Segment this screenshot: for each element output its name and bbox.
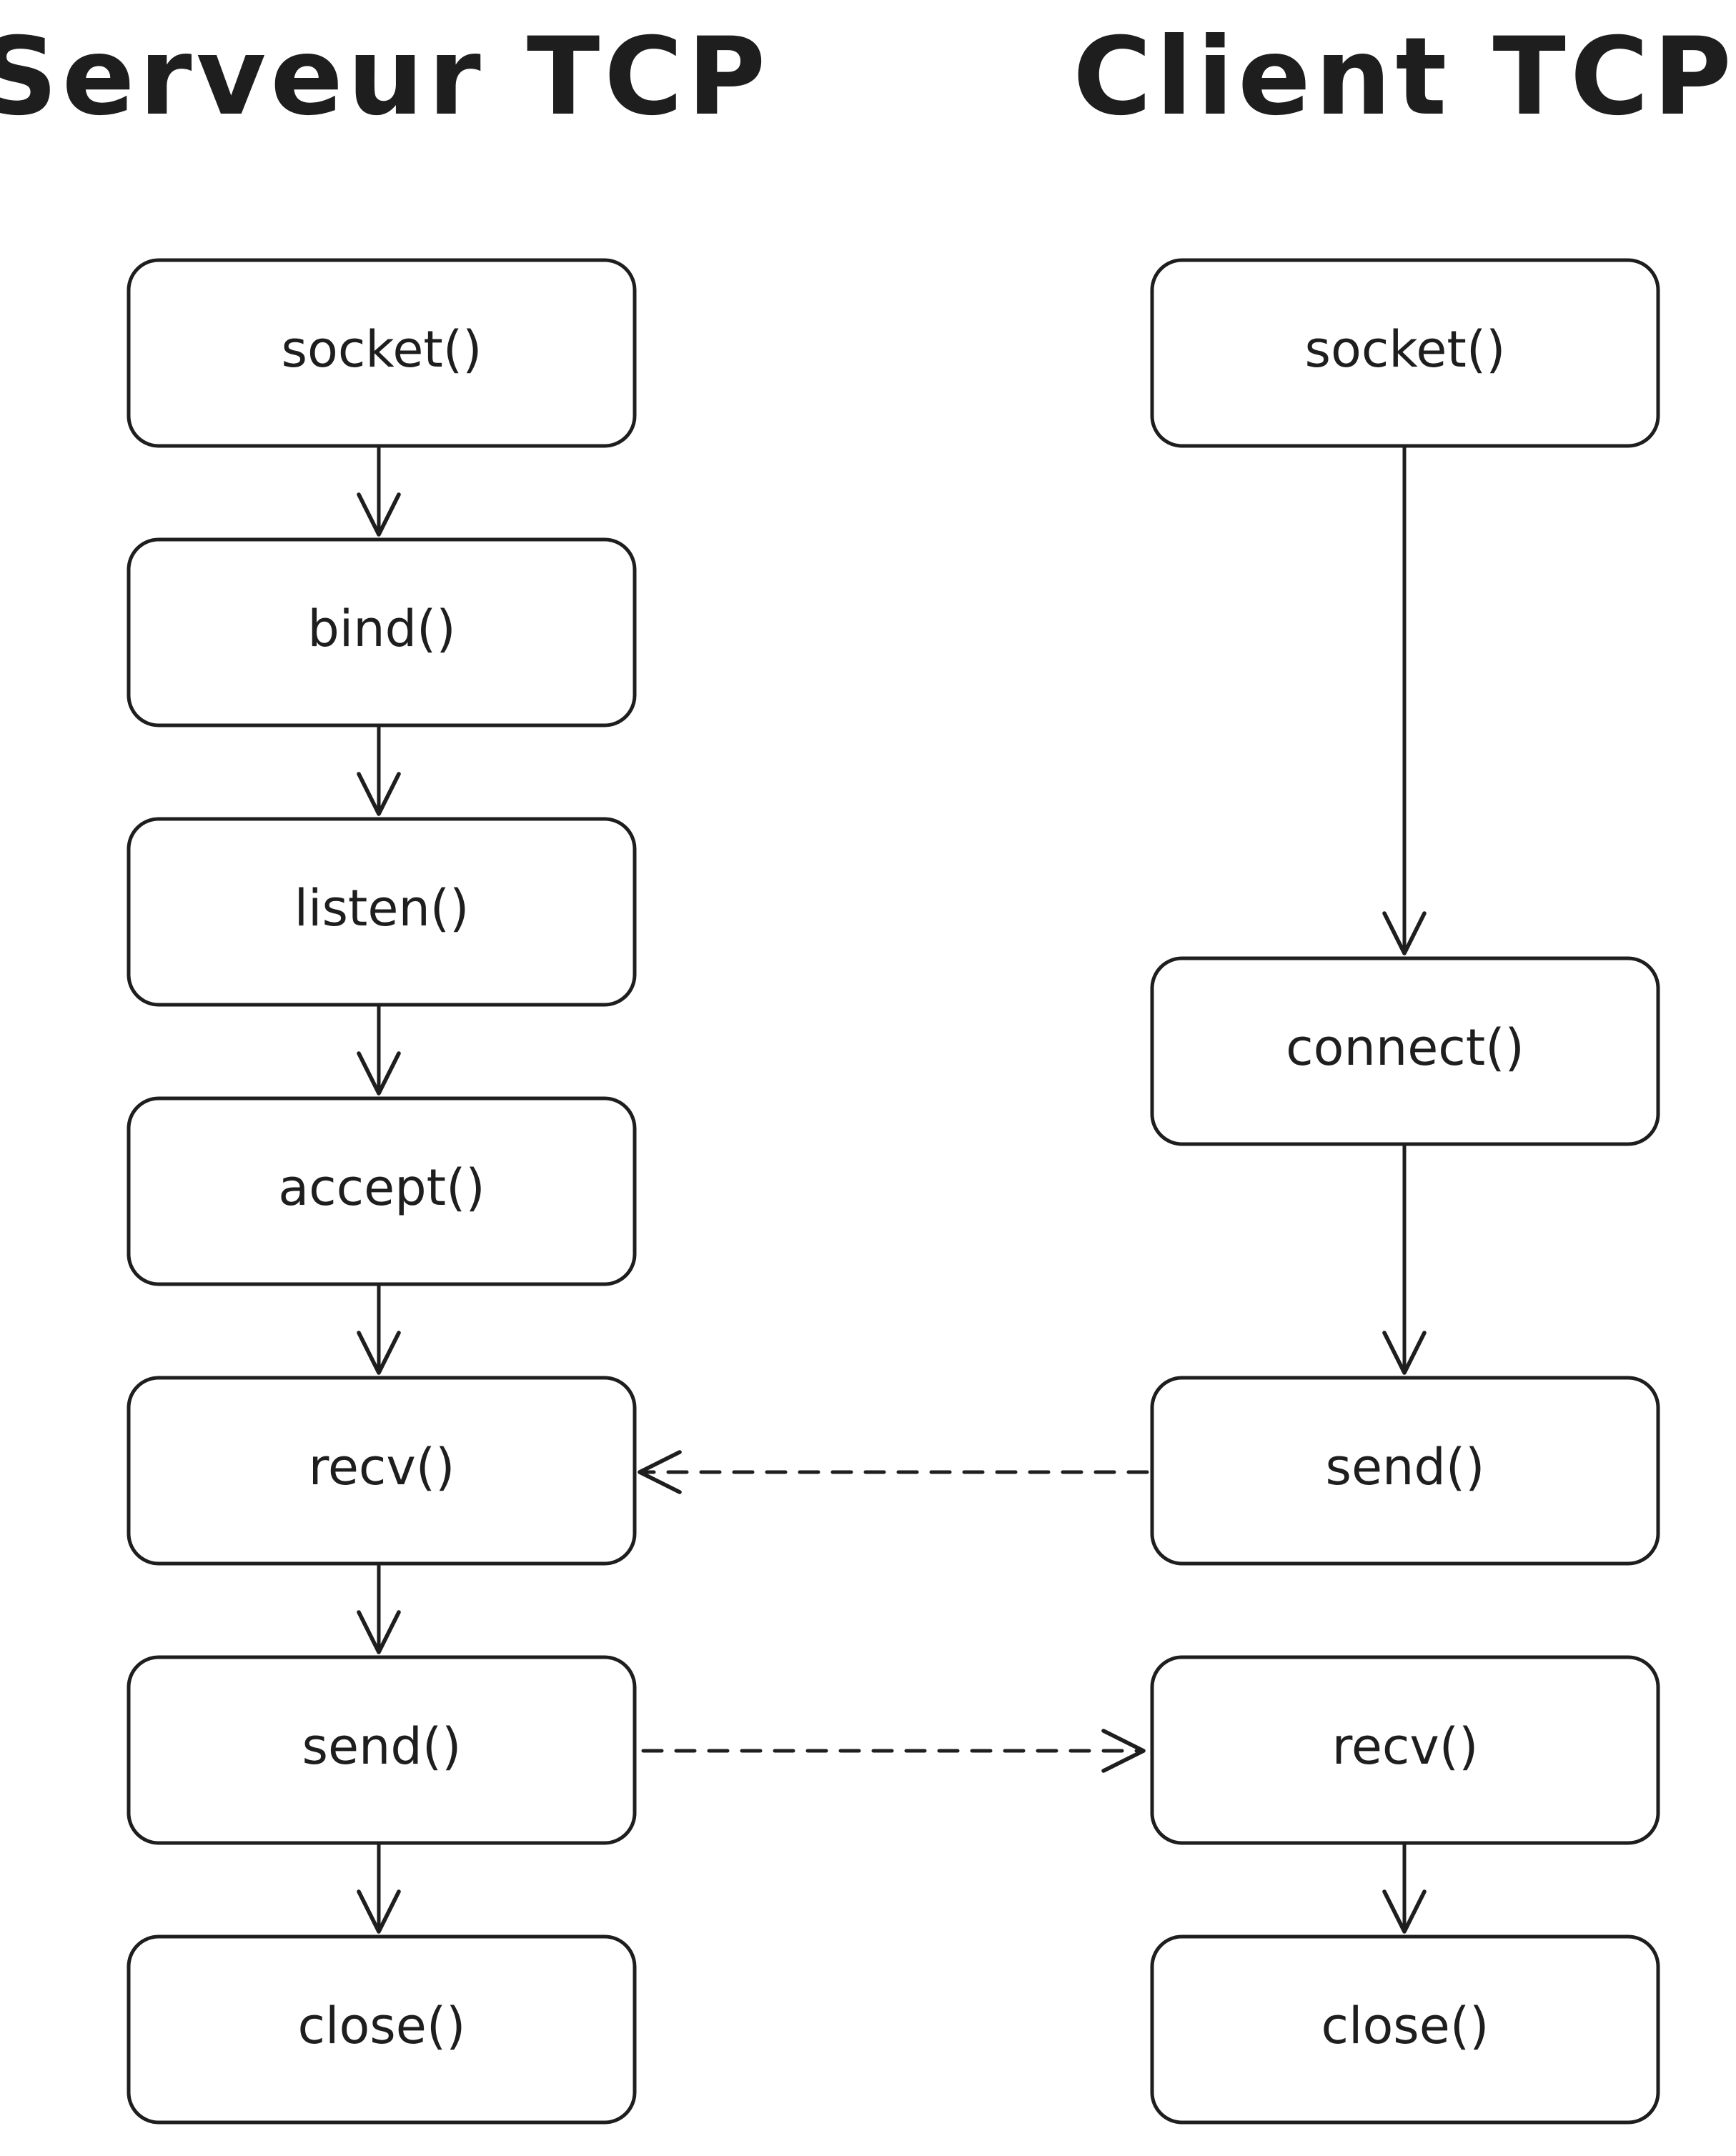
client-title: Client TCP — [1073, 15, 1736, 139]
server-step-close: close() — [127, 1934, 637, 2125]
server-step-label: send() — [302, 1717, 462, 1776]
server-step-listen: listen() — [127, 817, 637, 1007]
server-step-label: recv() — [309, 1438, 455, 1496]
server-step-send: send() — [127, 1655, 637, 1845]
client-step-connect: connect() — [1150, 956, 1660, 1146]
server-column: socket() bind() listen() accept() recv()… — [127, 258, 637, 2125]
client-step-label: send() — [1326, 1438, 1485, 1496]
client-step-recv: recv() — [1150, 1655, 1660, 1845]
server-step-accept: accept() — [127, 1096, 637, 1286]
client-step-send: send() — [1150, 1376, 1660, 1566]
server-step-label: close() — [298, 1997, 466, 2055]
client-step-close: close() — [1150, 1934, 1660, 2125]
server-title: Serveur TCP — [0, 15, 770, 139]
server-step-label: socket() — [282, 320, 482, 379]
client-step-label: close() — [1321, 1997, 1489, 2055]
client-step-label: socket() — [1305, 320, 1506, 379]
client-step-label: connect() — [1286, 1018, 1524, 1077]
server-step-recv: recv() — [127, 1376, 637, 1566]
client-column: socket() connect() send() recv() close() — [1150, 258, 1660, 2125]
server-step-label: accept() — [278, 1158, 485, 1217]
client-step-label: recv() — [1332, 1717, 1479, 1776]
data-exchange-arrows — [638, 1450, 1149, 1773]
server-step-bind: bind() — [127, 537, 637, 727]
server-step-label: listen() — [294, 879, 470, 938]
server-step-socket: socket() — [127, 258, 637, 448]
client-step-socket: socket() — [1150, 258, 1660, 448]
server-step-label: bind() — [307, 600, 455, 658]
